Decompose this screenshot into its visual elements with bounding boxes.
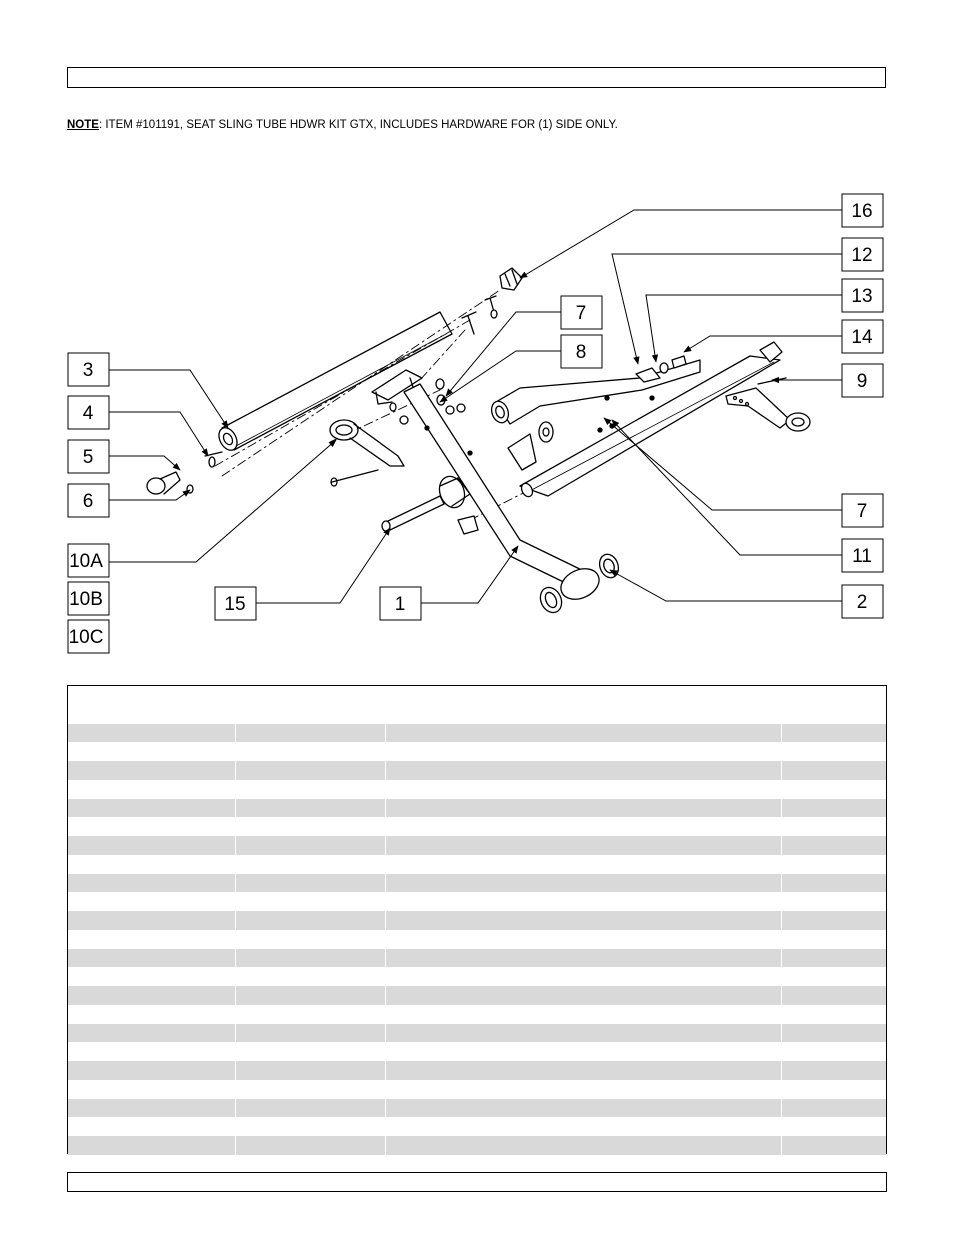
table-row bbox=[68, 1079, 886, 1099]
callout-13: 13 bbox=[851, 286, 872, 307]
table-header-row bbox=[68, 686, 886, 705]
table-row bbox=[68, 1136, 886, 1155]
note-text: : ITEM #101191, SEAT SLING TUBE HDWR KIT… bbox=[98, 119, 618, 131]
small-pins-top bbox=[461, 295, 498, 335]
table-row bbox=[68, 836, 886, 855]
right-armrest bbox=[725, 377, 811, 432]
table-row bbox=[68, 1117, 886, 1137]
spacer-and-axle-15 bbox=[381, 475, 471, 532]
table-row bbox=[68, 948, 886, 968]
seat-clamp-bracket bbox=[371, 369, 423, 405]
lever-10a bbox=[329, 419, 405, 487]
callout-16: 16 bbox=[851, 201, 872, 222]
long-rail bbox=[519, 341, 783, 498]
table-row bbox=[68, 929, 886, 949]
table-row bbox=[68, 986, 886, 1005]
parts-table bbox=[67, 685, 887, 1155]
table-row bbox=[68, 873, 886, 893]
table-row bbox=[68, 1061, 886, 1080]
callout-10b: 10B bbox=[69, 589, 103, 610]
upper-arm bbox=[490, 355, 701, 425]
table-row bbox=[68, 911, 886, 930]
callout-labels: 16 12 13 14 9 7 11 2 7 8 3 4 5 6 10A 10B… bbox=[69, 201, 873, 648]
bushing-2 bbox=[598, 553, 620, 579]
leader-lines bbox=[109, 209, 842, 604]
table-row bbox=[68, 704, 886, 724]
knob-lower bbox=[457, 515, 479, 535]
note: NOTE: ITEM #101191, SEAT SLING TUBE HDWR… bbox=[67, 119, 618, 131]
table-row bbox=[68, 723, 886, 743]
table-row bbox=[68, 854, 886, 874]
table-row bbox=[68, 1098, 886, 1118]
frame-tube-1 bbox=[403, 383, 600, 614]
table-row bbox=[68, 742, 886, 762]
table-row bbox=[68, 1042, 886, 1062]
end-cap-16 bbox=[499, 267, 523, 291]
callout-9: 9 bbox=[857, 371, 868, 392]
callout-10a: 10A bbox=[69, 551, 103, 572]
callout-3: 3 bbox=[83, 360, 94, 381]
knob-5 bbox=[146, 451, 223, 495]
callout-11: 11 bbox=[852, 546, 872, 567]
table-row bbox=[68, 817, 886, 837]
callout-2: 2 bbox=[857, 592, 868, 613]
footer-box bbox=[67, 1172, 887, 1192]
table-row bbox=[68, 798, 886, 818]
wheel-lock-cones bbox=[507, 421, 554, 471]
callout-12: 12 bbox=[851, 245, 872, 266]
callout-10c: 10C bbox=[69, 627, 104, 648]
callout-6: 6 bbox=[83, 491, 94, 512]
table-row bbox=[68, 892, 886, 912]
table-row bbox=[68, 967, 886, 987]
seat-sling-tube bbox=[218, 311, 453, 451]
table-row bbox=[68, 1004, 886, 1024]
callout-boxes bbox=[67, 193, 884, 654]
note-label: NOTE bbox=[67, 119, 99, 131]
header-box bbox=[67, 67, 886, 88]
callout-8: 8 bbox=[576, 342, 587, 363]
table-row bbox=[68, 779, 886, 799]
callout-7-right: 7 bbox=[857, 501, 868, 522]
callout-1: 1 bbox=[395, 594, 406, 615]
callout-5: 5 bbox=[83, 447, 94, 468]
callout-4: 4 bbox=[83, 403, 94, 424]
callout-14: 14 bbox=[851, 327, 873, 348]
callout-7-top: 7 bbox=[576, 303, 587, 324]
exploded-parts-diagram: 16 12 13 14 9 7 11 2 7 8 3 4 5 6 10A 10B… bbox=[67, 193, 884, 654]
parts-drawing bbox=[146, 267, 811, 614]
callout-15: 15 bbox=[224, 594, 245, 615]
table-row bbox=[68, 1023, 886, 1043]
table-row bbox=[68, 761, 886, 780]
